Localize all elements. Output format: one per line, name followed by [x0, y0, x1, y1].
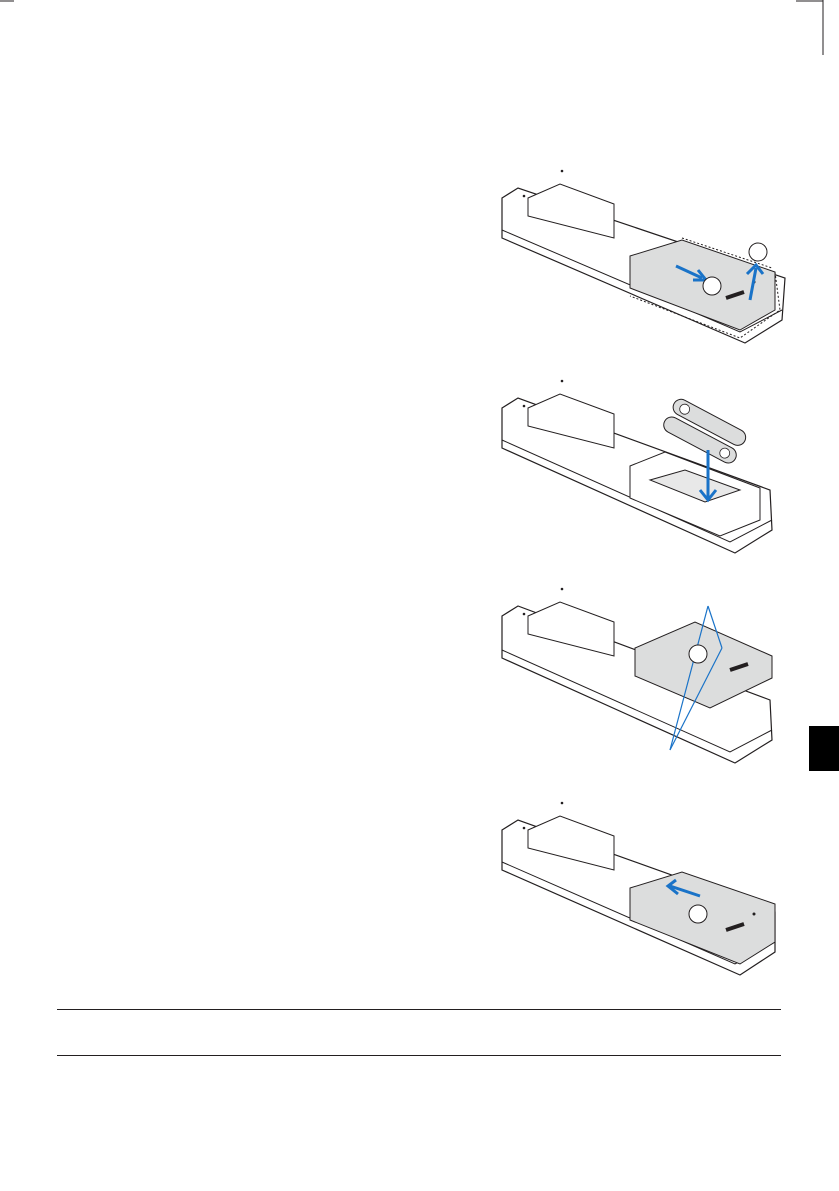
step-1-callout-b: [748, 242, 768, 262]
step-4-illustration: [490, 792, 790, 982]
step-3-callout: [688, 644, 708, 664]
chapter-tab: [809, 726, 839, 771]
note-rule-bottom: [57, 1055, 781, 1056]
note-rule-top: [57, 1009, 781, 1010]
step-2-illustration: [490, 370, 790, 560]
step-1-illustration: [490, 160, 790, 350]
step-1-callout-a: [702, 276, 722, 296]
step-3-illustration: [490, 578, 790, 768]
step-4-callout: [688, 904, 708, 924]
crop-marks: [0, 0, 839, 60]
